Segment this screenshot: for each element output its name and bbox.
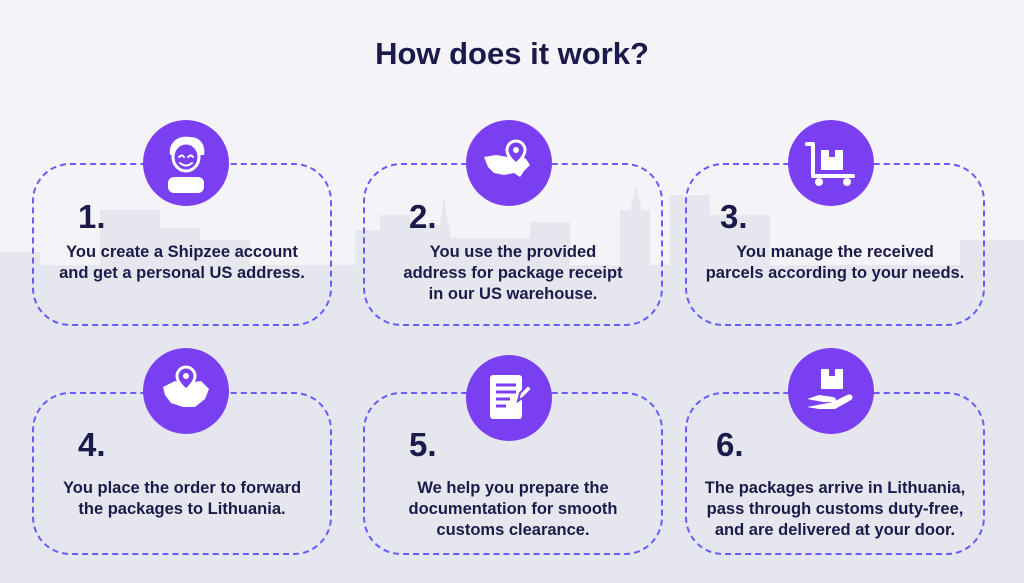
step-text-4: You place the order to forward the packa…: [62, 479, 302, 518]
step-icon-5: [466, 355, 552, 441]
step-icon-1: [143, 120, 229, 206]
step-number-1: 1.: [78, 198, 106, 235]
step-icon-4: [143, 348, 229, 434]
step-text-5: We help you prepare the documentation fo…: [408, 479, 618, 539]
step-number-2: 2.: [409, 198, 437, 235]
step-text-2: You use the provided address for package…: [403, 243, 623, 303]
step-icon-2: [466, 120, 552, 206]
us-map-pin-icon: [484, 139, 530, 177]
document-pen-icon: [490, 375, 534, 419]
step-number-4: 4.: [78, 426, 106, 463]
lithuania-map-pin-icon: [163, 365, 209, 407]
page-title: How does it work?: [375, 36, 649, 71]
hand-box-icon: [807, 369, 853, 409]
step-number-6: 6.: [716, 426, 744, 463]
step-icon-6: [788, 348, 874, 434]
step-text-6: The packages arrive in Lithuania, pass t…: [704, 479, 966, 539]
step-number-5: 5.: [409, 426, 437, 463]
step-number-3: 3.: [720, 198, 748, 235]
step-text-3: You manage the received parcels accordin…: [705, 243, 965, 282]
person-icon: [168, 136, 205, 193]
cart-box-icon: [805, 142, 855, 186]
step-text-1: You create a Shipzee account and get a p…: [59, 243, 305, 282]
step-icon-3: [788, 120, 874, 206]
